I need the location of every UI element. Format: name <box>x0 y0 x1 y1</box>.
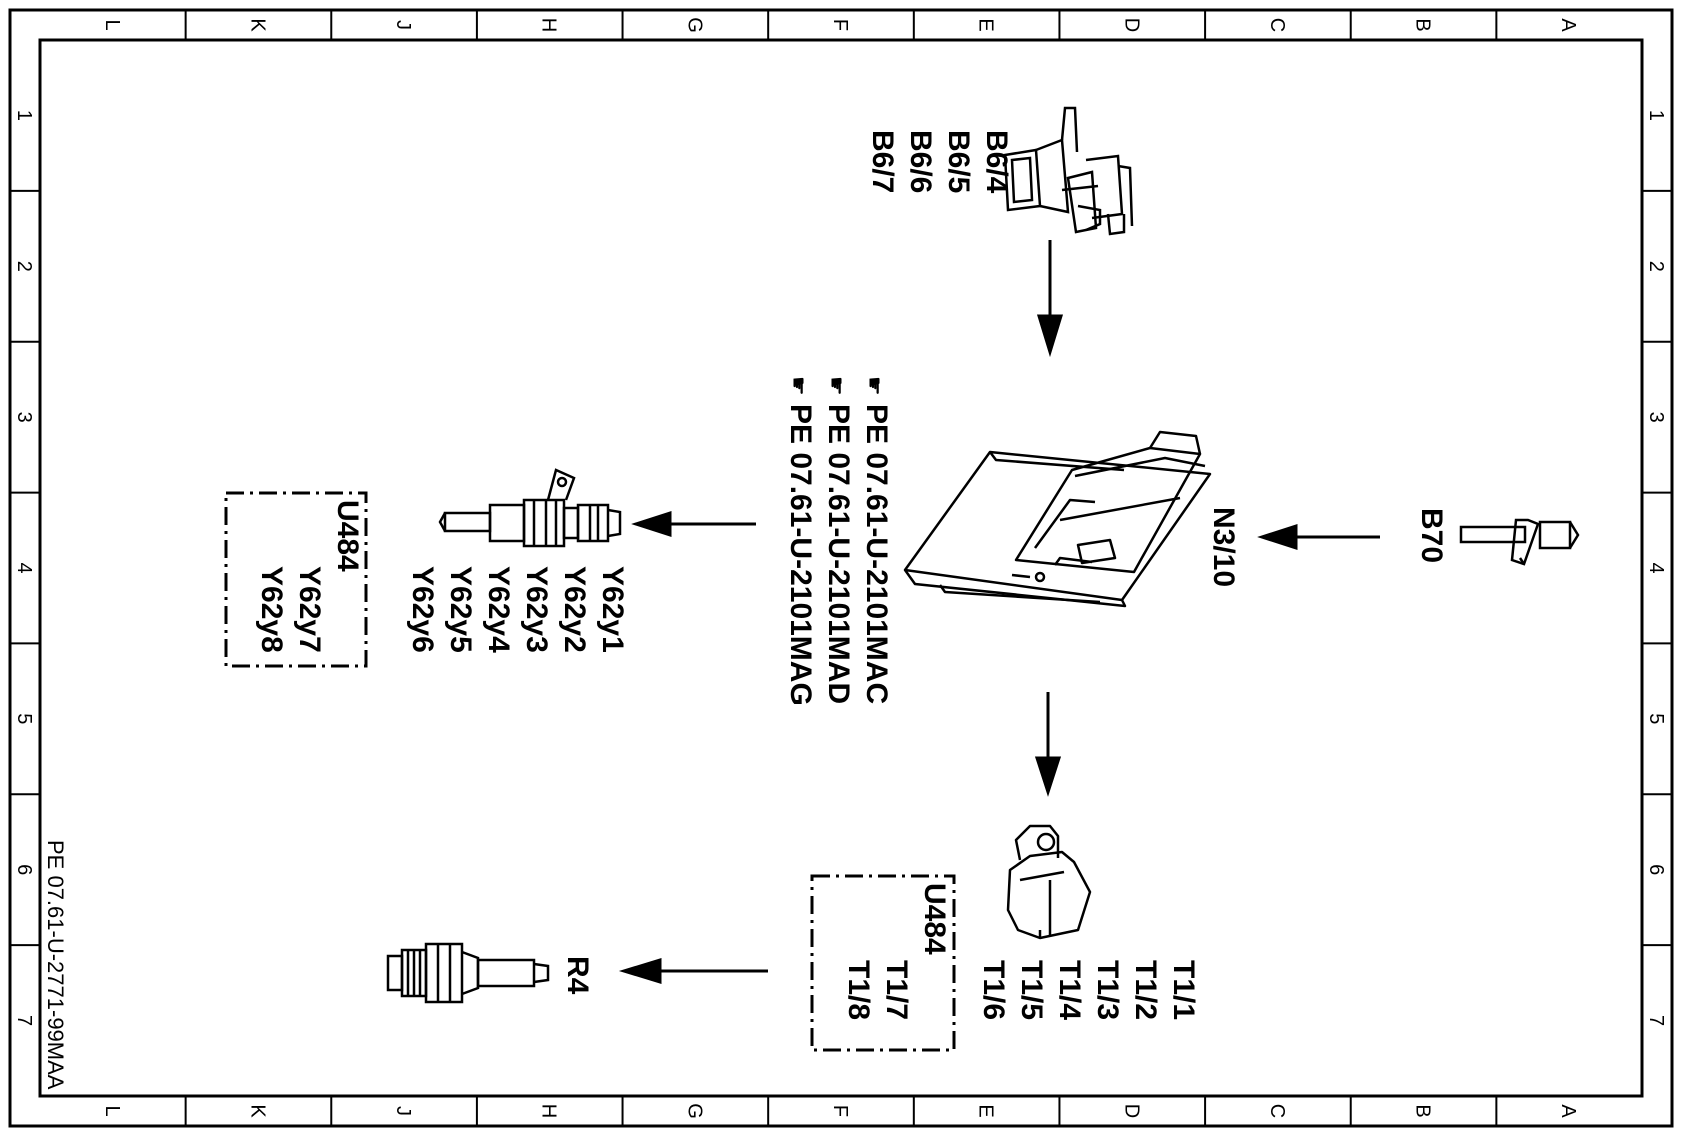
coil-label-3: T1/3 <box>1091 960 1124 1020</box>
sensor-label-b6-6: B6/6 <box>904 130 937 193</box>
grid-column-label: J <box>392 20 414 30</box>
grid-column-label: G <box>683 1103 705 1119</box>
grid-column-label: H <box>538 1104 560 1118</box>
grid-column-label: E <box>975 18 997 31</box>
grid-column-label: F <box>829 19 851 31</box>
grid-column-label: C <box>1266 1104 1288 1118</box>
grid-row-label: 6 <box>13 864 35 875</box>
coil-label-5: T1/5 <box>1015 960 1048 1020</box>
grid-column-label: B <box>1412 18 1434 31</box>
inner-frame <box>38 38 1644 1098</box>
injector-label-6: Y62y6 <box>406 566 439 653</box>
coil-label-2: T1/2 <box>1129 960 1162 1020</box>
injector-label-4: Y62y4 <box>482 566 515 653</box>
grid-row-label: 1 <box>13 110 35 121</box>
injector-label-2: Y62y2 <box>558 566 591 653</box>
injector-box-label-8: Y62y8 <box>255 566 288 653</box>
grid-column-label: L <box>101 1105 123 1116</box>
grid-row-label: 4 <box>1645 562 1667 573</box>
document-id: PE 07.61-U-2771-99MAA <box>43 840 68 1090</box>
camshaft-sensor-icon <box>1003 106 1134 236</box>
sensor-label-b6-4: B6/4 <box>980 130 1013 194</box>
arrow-head-down-icon <box>1034 756 1062 797</box>
control-unit-label: N3/10 <box>1207 507 1240 587</box>
control-unit-icon <box>903 430 1212 608</box>
grid-ticks <box>10 10 1672 1126</box>
grid-row-label: 4 <box>13 562 35 573</box>
ignition-box-header: U484 <box>918 883 951 955</box>
hand-pointer-icon: ☛ <box>785 376 810 396</box>
grid-column-label: C <box>1266 18 1288 32</box>
sensor-label-b6-7: B6/7 <box>866 130 899 193</box>
grid-row-label: 5 <box>13 713 35 724</box>
grid-column-label: D <box>1120 18 1142 32</box>
spark-plug-label: R4 <box>561 956 594 995</box>
grid-column-label: A <box>1557 1104 1579 1118</box>
grid-row-label: 7 <box>1645 1015 1667 1026</box>
injector-label-5: Y62y5 <box>444 566 477 653</box>
ignition-variant-box <box>810 874 956 1052</box>
injector-box-label-7: Y62y7 <box>293 566 326 653</box>
hand-pointer-icon: ☛ <box>861 376 886 396</box>
grid-row-label: 2 <box>13 261 35 272</box>
coil-label-6: T1/6 <box>977 960 1010 1020</box>
grid-column-label: K <box>246 1104 268 1118</box>
ignition-box-label-7: T1/7 <box>880 960 913 1020</box>
injector-label-3: Y62y3 <box>520 566 553 653</box>
grid-row-label: 6 <box>1645 864 1667 875</box>
crankshaft-sensor-label: B70 <box>1415 508 1448 563</box>
grid-column-label: G <box>683 17 705 33</box>
injector-variant-box <box>224 491 368 668</box>
arrow-head-down-icon <box>1036 314 1064 358</box>
arrow-head-left-icon <box>618 957 662 985</box>
coil-label-1: T1/1 <box>1167 960 1200 1020</box>
grid-column-label: H <box>538 18 560 32</box>
injector-box-header: U484 <box>331 500 364 572</box>
arrow-head-left-icon <box>1257 523 1298 551</box>
spark-plug-icon <box>386 942 550 1004</box>
grid-row-label: 3 <box>13 412 35 423</box>
sensor-label-b6-5: B6/5 <box>942 130 975 193</box>
grid-row-label: 3 <box>1645 412 1667 423</box>
ignition-coil-icon <box>1006 824 1092 940</box>
injector-label-1: Y62y1 <box>596 566 629 653</box>
reference-link-mag[interactable]: PE 07.61-U-2101MAG <box>784 404 817 706</box>
arrow-head-left-icon <box>631 510 672 538</box>
grid-column-label: E <box>975 1104 997 1117</box>
ignition-box-label-8: T1/8 <box>842 960 875 1020</box>
grid-column-label: B <box>1412 1104 1434 1117</box>
grid-column-label: L <box>101 19 123 30</box>
fuel-injector-icon <box>438 468 622 548</box>
grid-row-label: 1 <box>1645 110 1667 121</box>
crankshaft-sensor-icon <box>1459 518 1580 566</box>
grid-column-label: J <box>392 1106 414 1116</box>
grid-row-label: 7 <box>13 1015 35 1026</box>
flow-arrows <box>618 240 1380 985</box>
grid-column-label: F <box>829 1105 851 1117</box>
reference-group: ☛ ☛ ☛ PE 07.61-U-2101MAC PE 07.61-U-2101… <box>784 376 893 706</box>
grid-column-label: D <box>1120 1104 1142 1118</box>
grid-column-label: A <box>1557 18 1579 32</box>
hand-pointer-icon: ☛ <box>823 376 848 396</box>
grid-row-label: 5 <box>1645 713 1667 724</box>
grid-column-label: K <box>246 18 268 32</box>
grid-labels: L L K K J J H H G G F F E E D D C C B B A A 1 1 2 2 3 3 4 4 5 5 6 6 7 7 <box>13 17 1667 1119</box>
outer-frame <box>8 8 1674 1128</box>
coil-label-4: T1/4 <box>1053 960 1086 1020</box>
reference-link-mac[interactable]: PE 07.61-U-2101MAC <box>860 404 893 704</box>
reference-link-mad[interactable]: PE 07.61-U-2101MAD <box>822 404 855 704</box>
grid-row-label: 2 <box>1645 261 1667 272</box>
